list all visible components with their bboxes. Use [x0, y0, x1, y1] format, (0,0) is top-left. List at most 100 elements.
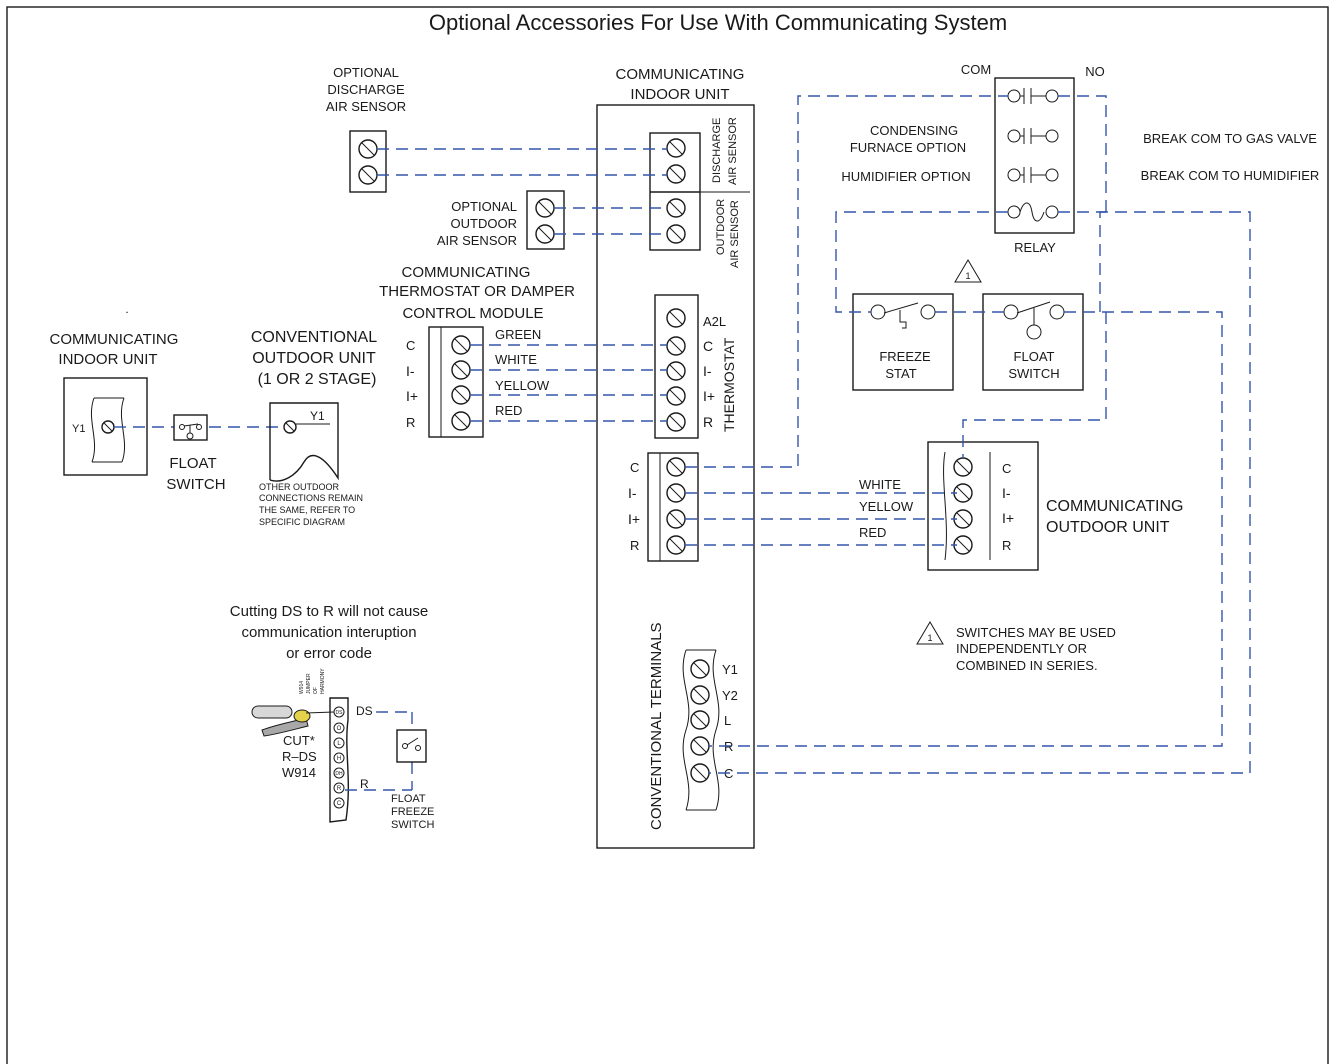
discharge-sensor-label-3: AIR SENSOR: [326, 99, 406, 114]
float-switch-label-1: FLOAT: [1014, 349, 1055, 364]
board-pins: [333, 706, 345, 809]
left-indoor-label-1: COMMUNICATING: [50, 331, 179, 348]
thermostat-module-box: [428, 326, 484, 438]
module-terminal-i-minus: I-: [406, 363, 415, 379]
side-label-outdoor-sensor: AIR SENSOR: [729, 200, 741, 268]
board-pin-o: O: [337, 726, 342, 732]
thermostat-side-label: THERMOSTAT: [721, 337, 737, 432]
board-brand-2: JUMPER: [306, 673, 312, 694]
conv-terminal-l: L: [724, 713, 731, 728]
float-freeze-label-1: FLOAT: [391, 793, 426, 805]
cutting-note-2: communication interuption: [241, 624, 416, 641]
conventional-terminals-label: CONVENTIONAL TERMINALS: [648, 622, 665, 830]
module-terminal-i-plus: I+: [406, 388, 418, 404]
terminal-c: C: [703, 338, 713, 354]
side-label-outdoor: OUTDOOR: [715, 199, 727, 255]
board-ds-label: DS: [356, 704, 373, 718]
board-r-label: R: [360, 777, 369, 791]
cutting-note-1: Cutting DS to R will not cause: [230, 603, 428, 620]
bottom-wire-red: RED: [859, 525, 886, 540]
indoor-unit-title-2: INDOOR UNIT: [630, 86, 729, 103]
conv-outdoor-label-3: (1 OR 2 STAGE): [258, 371, 377, 388]
board-pin-l: L: [337, 741, 341, 747]
comm-outdoor-terminal-i-plus: I+: [1002, 510, 1014, 526]
conv-outdoor-terminal-y1: Y1: [310, 409, 325, 423]
discharge-sensor-label-2: DISCHARGE: [327, 82, 405, 97]
conv-outdoor-label-2: OUTDOOR UNIT: [252, 350, 376, 367]
bottom-wire-white: WHITE: [859, 477, 901, 492]
other-outdoor-note-2: CONNECTIONS REMAIN: [259, 493, 363, 503]
lower-terminal-c: C: [630, 460, 639, 475]
wire-label-green: GREEN: [495, 327, 541, 342]
page-border: [6, 6, 1329, 1064]
conv-outdoor-label-1: CONVENTIONAL: [251, 329, 377, 346]
lower-terminal-i-plus: I+: [628, 511, 640, 527]
other-outdoor-note-1: OTHER OUTDOOR: [259, 482, 339, 492]
comm-outdoor-label-2: OUTDOOR UNIT: [1046, 519, 1170, 536]
left-indoor-unit-box: [63, 377, 148, 476]
break-com-gas-valve: BREAK COM TO GAS VALVE: [1143, 131, 1317, 146]
relay-label: RELAY: [1014, 240, 1056, 255]
board-brand-3: OF: [313, 687, 319, 694]
outdoor-comm-terminal-strip: [647, 452, 699, 562]
comm-outdoor-terminal-r: R: [1002, 538, 1011, 553]
module-terminal-c: C: [406, 338, 415, 353]
float-freeze-label-2: FREEZE: [391, 806, 434, 818]
freeze-stat-box: [852, 293, 954, 391]
side-label-discharge-sensor: AIR SENSOR: [727, 117, 739, 185]
comm-outdoor-label-1: COMMUNICATING: [1046, 498, 1183, 515]
board-pin-dh: DH: [335, 771, 343, 777]
relay-com-label: COM: [961, 62, 991, 77]
freeze-stat-label-1: FREEZE: [879, 349, 931, 364]
discharge-sensor-label-1: OPTIONAL: [333, 65, 399, 80]
condensing-option-1: CONDENSING: [870, 123, 958, 138]
outdoor-sensor-label-3: AIR SENSOR: [437, 233, 517, 248]
board-brand-4: HARMONY: [320, 668, 326, 694]
terminal-screw: [666, 198, 686, 218]
wire-cutter-icon: [251, 705, 335, 737]
outdoor-sensor-label-1: OPTIONAL: [451, 199, 517, 214]
break-com-humidifier: BREAK COM TO HUMIDIFIER: [1141, 168, 1320, 183]
float-switch-box: [982, 293, 1084, 391]
board-pin-ds: DS: [336, 710, 344, 716]
side-label-discharge: DISCHARGE: [711, 118, 723, 183]
note-line-3: COMBINED IN SERIES.: [956, 658, 1098, 673]
relay-contacts: [1007, 88, 1059, 222]
indoor-unit-title-1: COMMUNICATING: [616, 66, 745, 83]
conv-terminal-y1: Y1: [722, 662, 738, 677]
outdoor-sensor-label-2: OUTDOOR: [451, 216, 517, 231]
relay-no-label: NO: [1085, 64, 1105, 79]
left-indoor-dot: .: [125, 302, 128, 316]
note-triangle-number: 1: [927, 633, 932, 643]
board-pin-h: H: [337, 756, 341, 762]
terminal-screw: [666, 224, 686, 244]
terminal-screw: [666, 164, 686, 184]
note-line-2: INDEPENDENTLY OR: [956, 641, 1087, 656]
note-triangle-icon: [916, 621, 944, 645]
conv-terminal-y2: Y2: [722, 688, 738, 703]
left-indoor-terminal-y1: Y1: [72, 423, 85, 435]
wiring-runs: [685, 95, 1251, 774]
condensing-option-2: FURNACE OPTION: [850, 140, 966, 155]
comm-outdoor-terminal-c: C: [1002, 461, 1011, 476]
cut-r-ds-label: R–DS: [282, 749, 317, 764]
diagram-title: Optional Accessories For Use With Commun…: [429, 10, 1007, 35]
lower-terminal-i-minus: I-: [628, 485, 637, 501]
cut-w914-label: W914: [282, 765, 316, 780]
other-outdoor-note-3: THE SAME, REFER TO: [259, 505, 355, 515]
conv-outdoor-unit-box: [269, 402, 339, 482]
discharge-sensor-box: [349, 130, 387, 193]
comm-outdoor-terminal-i-minus: I-: [1002, 485, 1011, 501]
thermostat-module-label-2: THERMOSTAT OR DAMPER: [379, 283, 575, 300]
comm-outdoor-unit-box: [927, 441, 1039, 571]
board-brand-1: W914: [299, 681, 305, 694]
terminal-a2l: A2L: [703, 314, 726, 329]
triangle-number: 1: [965, 271, 970, 281]
indoor-unit-box: [596, 104, 755, 849]
outdoor-sensor-box: [526, 190, 565, 250]
board-pin-r: R: [337, 786, 342, 792]
board-pin-c: C: [337, 801, 342, 807]
terminal-i-minus: I-: [703, 363, 712, 379]
control-board: [329, 697, 350, 823]
